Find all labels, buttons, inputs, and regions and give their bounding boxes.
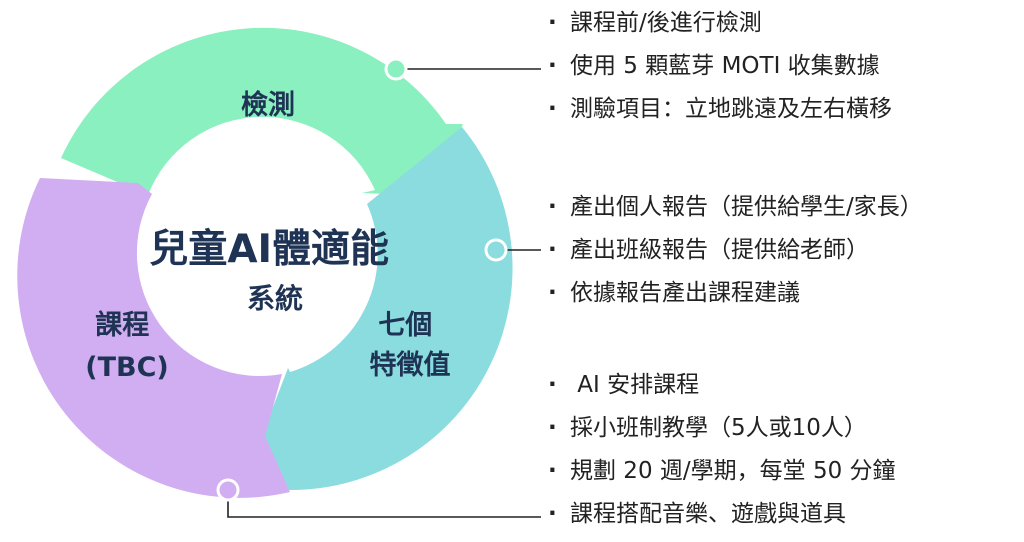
segment-features-line-2: 特徵值	[370, 350, 451, 381]
list-item: 採小班制教學（5人或10人）	[548, 407, 896, 450]
segment-course-arc	[17, 178, 290, 498]
bullet-list-test: 課程前/後進行檢測 使用 5 顆藍芽 MOTI 收集數據 測驗項目：立地跳遠及左…	[548, 2, 892, 131]
list-item: 課程前/後進行檢測	[548, 2, 892, 45]
list-item: 產出班級報告（提供給老師）	[548, 229, 923, 272]
list-item: 課程搭配音樂、遊戲與道具	[548, 493, 896, 536]
segment-features-line-1: 七個	[378, 310, 432, 341]
list-item: 使用 5 顆藍芽 MOTI 收集數據	[548, 45, 892, 88]
segment-course-line-1: 課程	[95, 309, 149, 341]
segment-test-line-1: 檢測	[241, 89, 295, 121]
bullet-list-report: 產出個人報告（提供給學生/家長） 產出班級報告（提供給老師） 依據報告產出課程建…	[548, 186, 923, 315]
connector-dot-course	[216, 478, 240, 502]
center-title-line-2: 系統	[247, 282, 303, 315]
list-item: 依據報告產出課程建議	[548, 272, 923, 315]
list-item: 規劃 20 週/學期，每堂 50 分鐘	[548, 450, 896, 493]
center-title-line-1: 兒童AI體適能	[149, 227, 389, 272]
list-item: 產出個人報告（提供給學生/家長）	[548, 186, 923, 229]
list-item: AI 安排課程	[548, 364, 896, 407]
segment-test-label: 檢測	[241, 89, 295, 121]
connector-dot-report	[484, 238, 508, 262]
center-title: 兒童AI體適能 系統	[149, 227, 394, 315]
list-item: 測驗項目：立地跳遠及左右橫移	[548, 88, 892, 131]
bullet-list-course: AI 安排課程 採小班制教學（5人或10人） 規劃 20 週/學期，每堂 50 …	[548, 364, 896, 536]
segment-test-arc	[61, 27, 463, 196]
connector-dot-test	[384, 57, 408, 81]
segment-course-label: 課程 (TBC)	[85, 309, 169, 383]
segment-course-line-2: (TBC)	[85, 352, 169, 383]
segment-features-label: 七個 特徵值	[370, 310, 451, 381]
segment-features-arc	[263, 127, 513, 491]
